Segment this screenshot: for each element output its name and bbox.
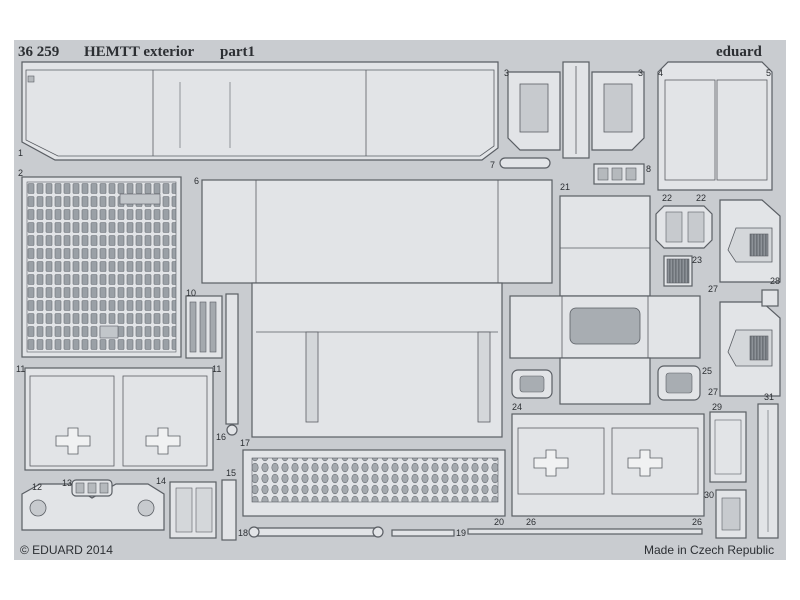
part-label: 18 xyxy=(238,528,248,538)
part-label: 31 xyxy=(764,392,774,402)
part-1-top-panel xyxy=(21,61,499,161)
part-label: 12 xyxy=(32,482,42,492)
part-31-tall-strip xyxy=(757,403,779,539)
part-label: 11 xyxy=(212,364,221,374)
brand-logo-text: eduard xyxy=(716,44,762,60)
part-27-hood-lower xyxy=(719,301,781,397)
part-21-box-net xyxy=(509,195,701,405)
part-18-rail xyxy=(248,526,384,538)
part-label: 25 xyxy=(702,366,712,376)
part-7-strip xyxy=(499,157,551,169)
part-label: 13 xyxy=(62,478,72,488)
part-2-perforated-plate xyxy=(21,176,182,358)
part-13-clip xyxy=(71,479,113,497)
part-label: 2 xyxy=(18,168,23,178)
part-label: 3 xyxy=(504,68,509,78)
part-label: 6 xyxy=(194,176,199,186)
part-label: 22 xyxy=(662,193,672,203)
part-8-clip-bar xyxy=(593,163,645,185)
part-17-oval-grille xyxy=(242,449,506,517)
part-label: 20 xyxy=(494,517,504,527)
part-16-rod xyxy=(225,293,239,436)
part-label: 27 xyxy=(708,387,718,397)
copyright-text: © EDUARD 2014 xyxy=(20,543,113,557)
part-label: 14 xyxy=(156,476,166,486)
part-label: 7 xyxy=(490,160,495,170)
part-3-hinge-assembly xyxy=(507,61,645,159)
part-10-slotted-block xyxy=(185,295,223,359)
part-label: 29 xyxy=(712,402,722,412)
part-4-5-door-pair xyxy=(657,61,773,191)
part-label: 1 xyxy=(18,148,23,158)
set-code: 36 259 xyxy=(18,44,60,60)
part-30-bracket xyxy=(715,489,747,539)
part-27-hood-upper xyxy=(719,199,781,283)
part-number-labels: 1 2 3 3 4 5 6 7 8 10 11 11 12 13 14 15 1… xyxy=(16,68,780,538)
part-29-panel xyxy=(709,411,747,483)
part-label: 16 xyxy=(216,432,226,442)
part-15-strip xyxy=(221,479,237,541)
part-label: 30 xyxy=(704,490,714,500)
part-label: 21 xyxy=(560,182,570,192)
part-label: 22 xyxy=(696,193,706,203)
part-24-clamp xyxy=(511,369,553,399)
part-label: 8 xyxy=(646,164,651,174)
part-label: 3 xyxy=(638,68,643,78)
origin-text: Made in Czech Republic xyxy=(644,543,775,557)
part-label: 28 xyxy=(770,276,780,286)
part-label: 26 xyxy=(692,517,702,527)
part-label: 11 xyxy=(16,364,25,374)
part-label: 17 xyxy=(240,438,250,448)
part-25-clamp xyxy=(657,365,701,401)
part-label: 15 xyxy=(226,468,236,478)
part-19-rail xyxy=(391,529,455,537)
part-label: 24 xyxy=(512,402,522,412)
part-23-grid-block xyxy=(663,255,693,287)
part-label: 19 xyxy=(456,528,466,538)
part-label: 10 xyxy=(186,288,196,298)
part-20-rail xyxy=(467,528,703,535)
part-28-latch xyxy=(761,289,779,307)
part-label: 5 xyxy=(766,68,771,78)
part-6-central-panel xyxy=(201,179,553,438)
part-12-shaped-bracket xyxy=(21,483,165,531)
part-label: 27 xyxy=(708,284,718,294)
part-22-hinge xyxy=(655,205,713,249)
part-26-lower-doors xyxy=(511,413,705,517)
part-14-step xyxy=(169,481,217,539)
part-label: 23 xyxy=(692,255,702,265)
part-label: 26 xyxy=(526,517,536,527)
set-title: HEMTT exterior xyxy=(84,44,195,60)
part-label: 4 xyxy=(658,68,663,78)
part-11-access-doors xyxy=(24,367,214,471)
set-part: part1 xyxy=(220,44,255,60)
